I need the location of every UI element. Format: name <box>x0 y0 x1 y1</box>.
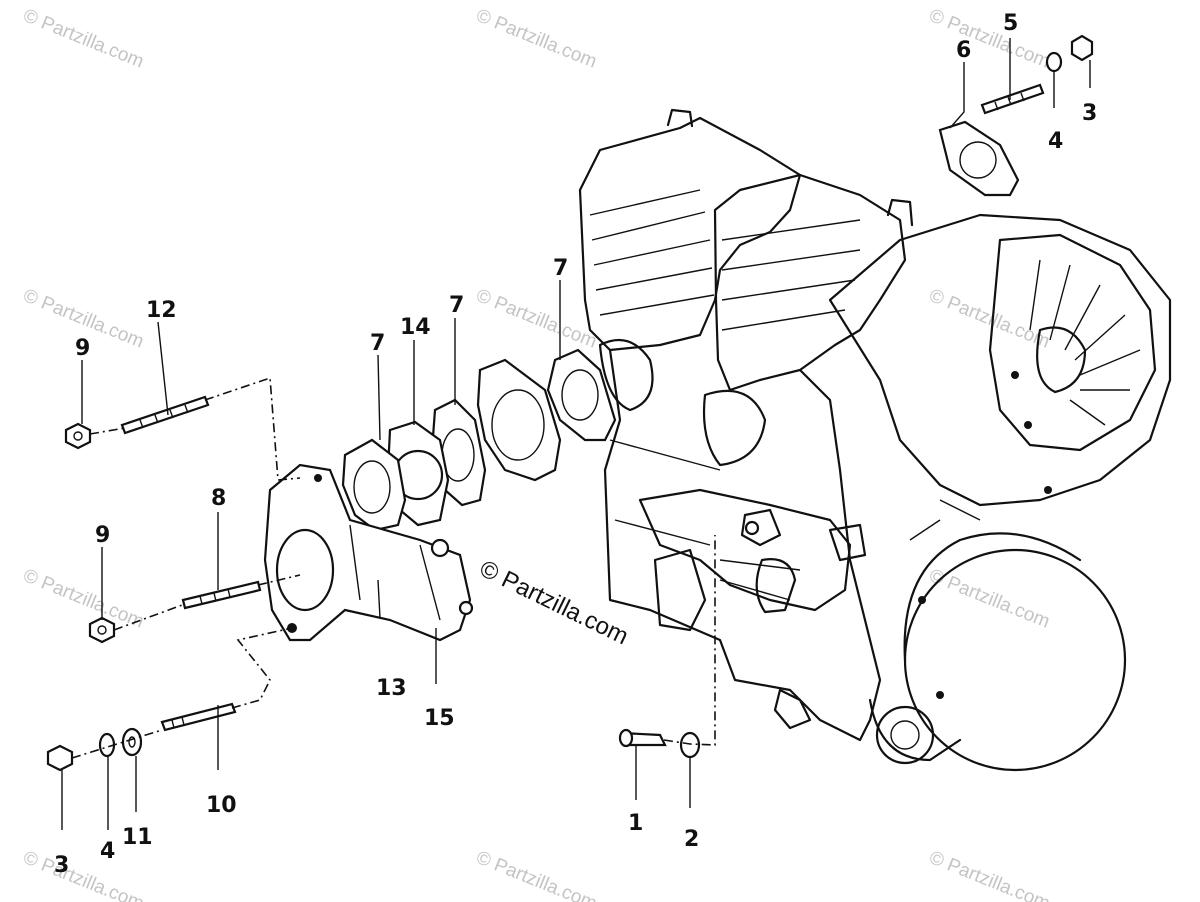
watermark-tile: © Partzilla.com <box>20 565 147 632</box>
part-10-stud <box>160 702 237 732</box>
part-9-nut-top <box>64 422 92 450</box>
part-11-washer <box>121 727 143 757</box>
part-6-gasket <box>938 120 1020 197</box>
callout-7-left: 7 <box>370 331 385 356</box>
callout-15: 15 <box>424 706 455 731</box>
gasket-7-left <box>341 438 407 532</box>
gasket-center <box>476 358 562 482</box>
gasket-7-engine-side <box>546 348 617 442</box>
callout-5: 5 <box>1003 11 1018 36</box>
callout-13: 13 <box>376 676 407 701</box>
watermark-tile: © Partzilla.com <box>926 847 1053 902</box>
callout-4-bottom: 4 <box>100 839 115 864</box>
part-12-stud <box>120 395 210 435</box>
callout-6: 6 <box>956 38 971 63</box>
part-5-stud <box>980 83 1045 115</box>
callout-7-middle: 7 <box>449 293 464 318</box>
watermark-tile: © Partzilla.com <box>20 847 147 902</box>
part-9-nut-middle <box>88 616 116 644</box>
part-8-stud <box>181 580 262 610</box>
part-1-fitting <box>618 728 667 748</box>
callout-8: 8 <box>211 486 226 511</box>
watermark-tile: © Partzilla.com <box>473 847 600 902</box>
callout-labels: 1 2 3 3 4 4 5 6 7 7 7 8 9 9 10 11 12 13 … <box>54 11 1097 878</box>
watermark-tile: © Partzilla.com <box>926 285 1053 352</box>
part-4-washer-top <box>1045 51 1063 73</box>
watermark-tile: © Partzilla.com <box>20 5 147 72</box>
callout-3-bottom: 3 <box>54 853 69 878</box>
part-3-nut-top <box>1070 34 1094 62</box>
part-13-manifold <box>263 463 474 642</box>
leader-lines <box>61 38 1091 830</box>
callout-1: 1 <box>628 811 643 836</box>
callout-2: 2 <box>684 827 699 852</box>
callout-7-right: 7 <box>553 256 568 281</box>
callout-9-middle: 9 <box>95 523 110 548</box>
watermark-tile: © Partzilla.com <box>473 285 600 352</box>
callout-12: 12 <box>146 298 177 323</box>
callout-10: 10 <box>206 793 237 818</box>
part-3-nut-bottom <box>46 744 74 772</box>
callout-4-top: 4 <box>1048 129 1063 154</box>
callout-14: 14 <box>400 315 431 340</box>
callout-9-top: 9 <box>75 336 90 361</box>
engine-block <box>578 108 1172 772</box>
part-2-washer <box>679 731 701 759</box>
callout-11: 11 <box>122 825 153 850</box>
watermark-tile: © Partzilla.com <box>926 5 1053 72</box>
watermark-tile: © Partzilla.com <box>473 5 600 72</box>
callout-3-top: 3 <box>1082 101 1097 126</box>
